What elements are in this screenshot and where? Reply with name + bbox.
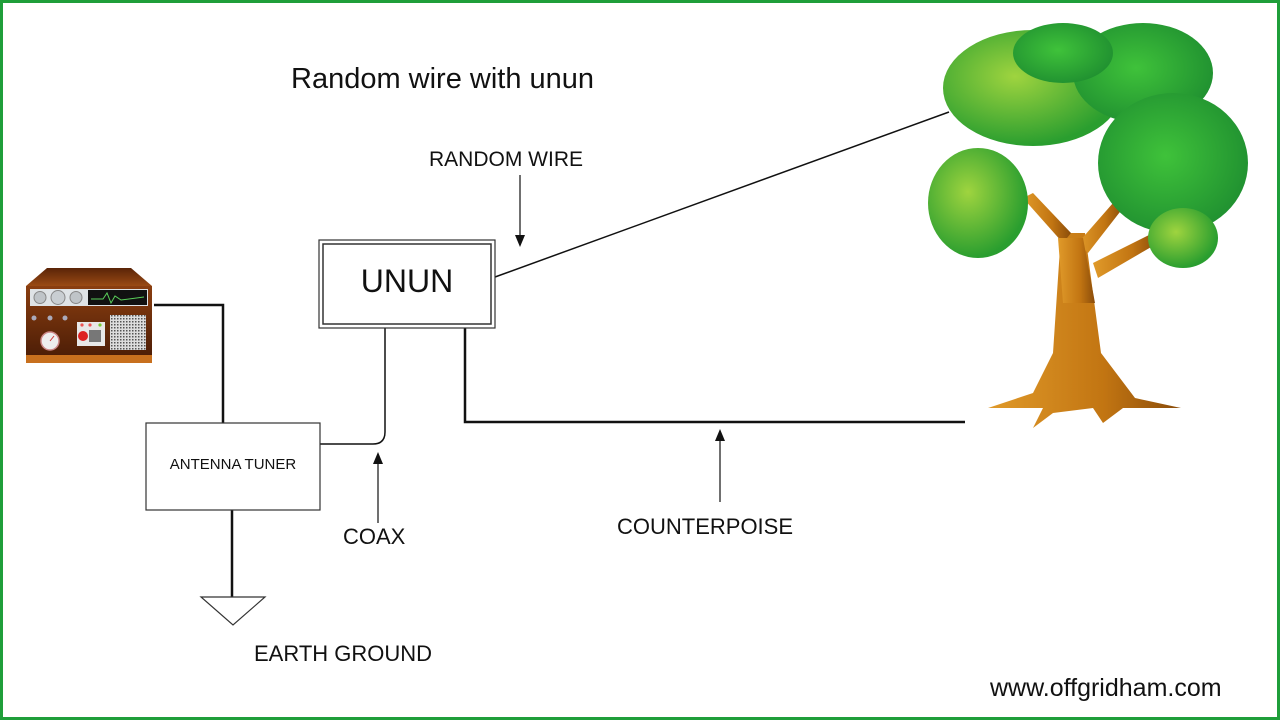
wire-radio-to-tuner <box>154 303 225 423</box>
diagram-canvas <box>26 23 1248 626</box>
tree-icon <box>928 23 1248 428</box>
website-url: www.offgridham.com <box>990 674 1222 702</box>
antenna-tuner-box <box>145 422 321 511</box>
counterpoise-label: COUNTERPOISE <box>617 514 794 539</box>
random-wire-arrow <box>515 175 525 247</box>
coax-label: COAX <box>343 524 406 549</box>
unun-box <box>318 239 496 329</box>
random-wire <box>494 111 950 278</box>
diagram-title: Random wire with unun <box>291 63 595 95</box>
radio-transceiver-icon <box>26 268 152 363</box>
unun-label: UNUN <box>360 263 454 299</box>
counterpoise-arrow <box>715 429 725 502</box>
counterpoise-wire <box>463 328 965 424</box>
coax-cable <box>320 321 386 445</box>
antenna-tuner-label: ANTENNA TUNER <box>169 456 297 473</box>
ground-symbol-icon <box>199 596 267 626</box>
random-wire-label: RANDOM WIRE <box>429 148 583 171</box>
coax-arrow <box>373 452 383 523</box>
earth-ground-label: EARTH GROUND <box>254 641 433 666</box>
